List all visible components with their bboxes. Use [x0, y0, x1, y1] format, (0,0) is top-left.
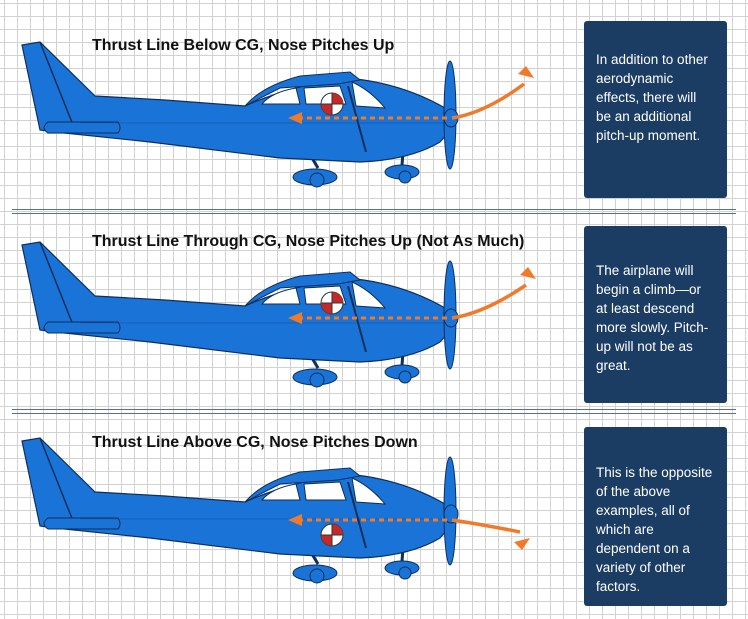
info-text: The airplane will begin a climb—or at le… [596, 263, 709, 373]
cg-quadrant [321, 535, 332, 546]
windshield [351, 477, 387, 505]
cg-symbol-icon [320, 291, 344, 315]
horizontal-stabilizer [43, 321, 121, 334]
tail-fin-line [39, 41, 76, 131]
info-box: This is the opposite of the above exampl… [584, 427, 727, 606]
spinner [443, 504, 459, 524]
thrust-line-arrow-icon [288, 267, 536, 324]
arrowhead-right [518, 66, 534, 78]
windshield [351, 281, 387, 309]
tail-fin-line [39, 437, 76, 527]
panel-thrust-below-cg: Thrust Line Below CG, Nose Pitches Up In… [0, 0, 748, 205]
wing [244, 467, 362, 503]
cg-quadrant [321, 104, 332, 115]
side-window [303, 481, 347, 501]
airplane-icon [21, 41, 459, 188]
nose-wheel [398, 370, 412, 384]
info-text: In addition to other aerodynamic effects… [596, 52, 708, 143]
thrust-line-arrow-icon [288, 66, 534, 124]
tail-fin-line [39, 241, 76, 331]
cg-quadrant [332, 93, 343, 104]
thrust-arrow-curve [451, 82, 526, 120]
side-window [260, 87, 301, 105]
airplane-icon [21, 241, 459, 388]
airplane-diagram-2 [21, 241, 536, 388]
info-box: In addition to other aerodynamic effects… [584, 21, 727, 198]
panel-title: Thrust Line Above CG, Nose Pitches Down [92, 434, 418, 451]
fuselage [21, 437, 451, 559]
main-wheel [309, 172, 325, 188]
airplane-icon [21, 437, 459, 584]
arrowhead-left [288, 112, 302, 124]
panel-thrust-through-cg: Thrust Line Through CG, Nose Pitches Up … [0, 216, 748, 406]
windshield [351, 81, 387, 109]
cg-symbol-icon [320, 523, 344, 547]
airplane-diagram-3 [21, 437, 530, 584]
fuselage [21, 41, 451, 163]
panel-title: Thrust Line Below CG, Nose Pitches Up [92, 37, 395, 54]
panel-title: Thrust Line Through CG, Nose Pitches Up … [92, 233, 525, 250]
nose-wheel [398, 170, 412, 184]
info-text: This is the opposite of the above exampl… [596, 465, 713, 594]
horizontal-stabilizer [43, 517, 121, 530]
side-window [260, 483, 301, 501]
wing [244, 271, 362, 307]
info-box: The airplane will begin a climb—or at le… [584, 226, 727, 403]
arrowhead-left [288, 514, 302, 526]
thrust-arrow-curve [451, 283, 527, 320]
fuselage [21, 241, 451, 363]
side-window [260, 287, 301, 305]
wing [244, 71, 362, 107]
cg-quadrant [321, 303, 332, 314]
section-divider [12, 409, 736, 414]
airplane-diagram-1 [21, 41, 534, 188]
nose-wheel [398, 566, 412, 580]
section-divider [12, 209, 736, 214]
cg-quadrant [332, 292, 343, 303]
panel-thrust-above-cg: Thrust Line Above CG, Nose Pitches Down … [0, 417, 748, 619]
horizontal-stabilizer [43, 121, 121, 134]
arrowhead-left [288, 312, 302, 324]
arrowhead-right [520, 267, 536, 279]
cg-quadrant [332, 524, 343, 535]
arrowhead-right [514, 538, 530, 550]
main-wheel [309, 372, 325, 388]
cg-symbol-icon [320, 92, 344, 116]
thrust-arrow-curve [451, 518, 521, 534]
thrust-line-arrow-icon [288, 514, 530, 550]
main-wheel [309, 568, 325, 584]
wing-strut [347, 481, 367, 549]
